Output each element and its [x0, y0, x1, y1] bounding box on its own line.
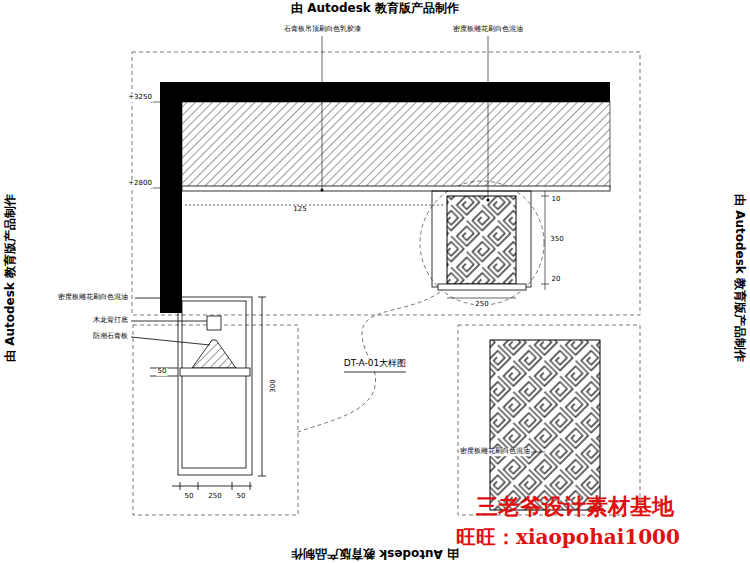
- dimension-line: [150, 36, 549, 298]
- material-note: 密度板雕花刷白色混油: [57, 294, 129, 302]
- material-note: 木龙骨打底: [92, 317, 129, 325]
- watermark-text: 三老爷设计素材基地: [476, 494, 674, 518]
- detail-frame: [132, 52, 640, 515]
- watermark-text: 由 Autodesk 教育版产品制作: [732, 194, 745, 362]
- dimension-text: 350: [549, 236, 564, 244]
- dimension-text: 10: [551, 196, 562, 204]
- dimension-text: 20: [551, 276, 562, 284]
- section-detail: [131, 297, 266, 490]
- material-note: 防潮石膏板: [92, 333, 129, 341]
- watermark-text: 由 Autodesk 教育版产品制作: [291, 2, 459, 15]
- dimension-text: 250: [474, 301, 489, 309]
- fretwork-panel: [490, 340, 600, 510]
- leader-dot: [321, 189, 490, 202]
- material-note: 密度板雕花刷白色混油: [452, 26, 524, 34]
- watermark-text: 由 Autodesk 教育版产品制作: [291, 546, 459, 559]
- leader-line: [530, 452, 545, 453]
- material-note: 石膏板吊顶刷白色乳胶漆: [283, 26, 362, 34]
- ceiling-section: [160, 82, 610, 313]
- material-note: 密度板雕花刷白色混油: [459, 448, 531, 456]
- dimension-text: 250: [207, 493, 222, 501]
- dimension-text: 50: [236, 493, 247, 501]
- title-underline: [344, 372, 406, 373]
- dimension-text: 125: [292, 206, 307, 214]
- level-mark: +2800: [127, 180, 153, 188]
- carved-panel: [432, 191, 531, 290]
- watermark-text: 旺旺：xiaopohai1000: [456, 526, 680, 548]
- detail-title: DT-A-01大样图: [343, 359, 407, 369]
- watermark-text: 由 Autodesk 教育版产品制作: [4, 194, 17, 362]
- dimension-text: 50: [184, 493, 195, 501]
- dimension-text: 50: [157, 368, 168, 376]
- dimension-text: 300: [270, 378, 278, 393]
- level-mark: +3250: [127, 94, 153, 102]
